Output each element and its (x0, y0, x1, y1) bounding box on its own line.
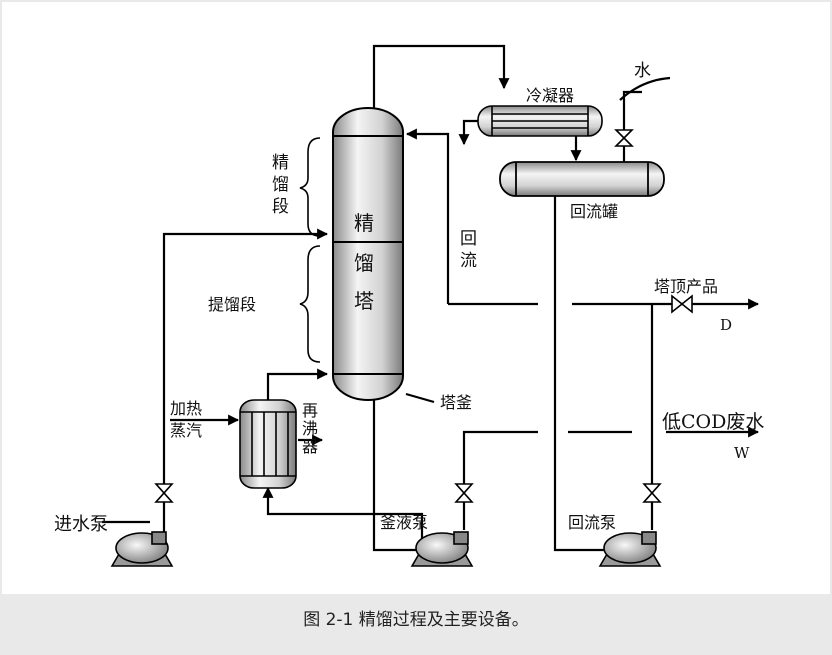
low-cod-label: 低COD废水 (662, 411, 764, 433)
reboiler-char-2: 沸 (302, 419, 318, 438)
reflux-line (405, 128, 450, 304)
stripping-brace (299, 245, 321, 363)
feed-pump (110, 531, 174, 567)
reflux-pump-valve (642, 483, 662, 503)
reflux-char-1: 回 (460, 229, 477, 249)
reflux-pump (598, 531, 662, 567)
water-label: 水 (634, 61, 651, 81)
top-product-label: 塔顶产品 (654, 277, 718, 296)
figure-caption: 图 2-1 精馏过程及主要设备。 (303, 610, 529, 630)
rectifying-brace (299, 137, 321, 237)
reboiler (239, 399, 297, 489)
reflux-char-2: 流 (460, 251, 477, 271)
cooling-water-line (622, 90, 642, 162)
drum-downcomer (553, 194, 608, 552)
heating-steam-line-1: 加热 (170, 399, 202, 418)
rect-section-char-1: 精 (272, 153, 289, 173)
reboiler-char-3: 器 (302, 437, 318, 456)
reflux-drum-label: 回流罐 (570, 202, 618, 221)
rect-section-char-2: 馏 (272, 175, 289, 195)
kettle-liquid-line (372, 400, 422, 552)
kettle-label: 塔釜 (440, 393, 472, 412)
kettle-pump (410, 531, 474, 567)
condenser (477, 105, 603, 137)
kettle-pointer (405, 392, 435, 404)
heating-steam-line-2: 蒸汽 (170, 421, 202, 440)
distillation-column (332, 107, 404, 401)
column-char-3: 塔 (354, 289, 374, 313)
stripping-section-label: 提馏段 (208, 295, 256, 314)
diagram-area: 水 冷凝器 精 馏 段 精 馏 塔 回 流 回流罐 提馏段 塔顶产品 D 再 沸… (2, 2, 830, 594)
top-product-code: D (720, 316, 732, 334)
reboiler-char-1: 再 (302, 401, 318, 420)
column-char-2: 馏 (354, 251, 374, 275)
cooling-water-valve (614, 129, 634, 147)
reboiler-vapor-line (266, 368, 329, 400)
condenser-label: 冷凝器 (526, 86, 574, 105)
distillation-process-diagram: 水 冷凝器 精 馏 段 精 馏 塔 回 流 回流罐 提馏段 塔顶产品 D 再 沸… (54, 44, 764, 567)
water-inlet-curve (619, 76, 671, 101)
waste-code: W (734, 444, 750, 462)
overhead-vapor-line (372, 44, 510, 110)
reboiler-feed-line (262, 486, 424, 550)
feed-line (162, 228, 329, 532)
feed-pump-label: 进水泵 (54, 514, 108, 535)
top-product-valve (671, 294, 693, 314)
kettle-pump-valve (454, 483, 474, 503)
column-char-1: 精 (354, 211, 374, 235)
kettle-pump-label: 釜液泵 (380, 513, 428, 532)
reflux-pump-label: 回流泵 (568, 513, 616, 532)
rect-section-char-3: 段 (272, 197, 289, 217)
feed-pump-valve (154, 483, 174, 503)
kettle-pump-discharge (462, 430, 538, 530)
reflux-drum (499, 161, 665, 197)
condenser-drain (458, 119, 478, 146)
